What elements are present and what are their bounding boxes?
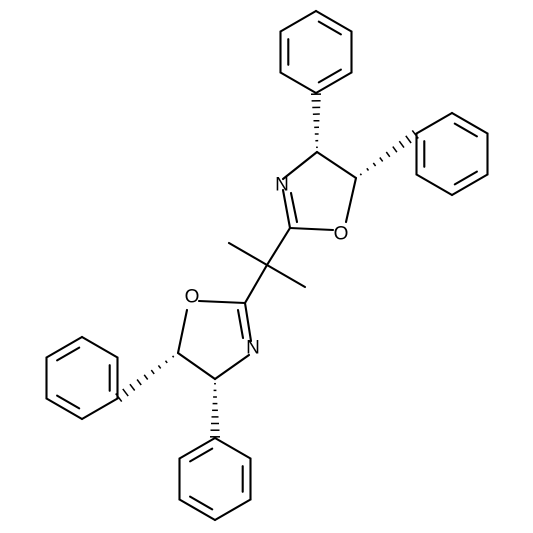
wedge-bottom-c5-hash <box>157 364 162 369</box>
phenyl-top-upper-edge <box>279 71 318 95</box>
wedge-bottom-c5-hash <box>164 360 168 364</box>
phenyl-bottom-left-edge <box>80 397 119 421</box>
phenyl-top-right-inner-double <box>453 170 478 186</box>
top-oxazoline-ring <box>281 150 358 232</box>
phenyl-top-right-edge <box>450 173 489 197</box>
phenyl-top-upper-inner-double <box>317 68 342 84</box>
bond-c4-c5-top <box>315 150 358 180</box>
bond-n-c4-top <box>281 150 319 181</box>
phenyl-bottom-left-edge <box>45 335 84 359</box>
wedge-bottom-c5-hash <box>150 369 155 375</box>
atom-label-n-bottom: N <box>246 338 260 359</box>
phenyl-top-right-edge <box>450 111 489 135</box>
bond-methyl-left <box>227 241 269 267</box>
phenyl-top-upper-edge <box>314 9 353 33</box>
phenyl-bottom-left <box>45 335 119 421</box>
phenyl-bottom-lower-edge <box>178 436 217 460</box>
phenyl-bottom-lower-edge <box>213 436 252 460</box>
bond-c4-c5-bottom <box>176 351 217 381</box>
phenyl-bottom-lower <box>178 436 252 522</box>
bond-c5-o-bottom <box>176 308 189 355</box>
phenyl-top-upper-inner-double <box>317 20 342 36</box>
wedge-bottom-c5-hash <box>143 374 149 380</box>
wedge-top-c5-hash <box>366 167 370 171</box>
phenyl-bottom-left-inner-double <box>56 394 81 410</box>
bond-c5-o-top <box>344 176 358 224</box>
bond-c2-n-bottom-inner <box>236 308 245 340</box>
phenyl-rings <box>45 9 489 522</box>
phenyl-bottom-lower-edge <box>213 498 252 522</box>
phenyl-top-right-edge <box>415 111 454 135</box>
wedge-bottom-c5-hash <box>129 383 136 391</box>
atom-label-o-top: O <box>334 224 349 245</box>
wedge-bottom-c5-hash <box>136 379 142 386</box>
wedge-bottom-c5-hash <box>172 355 175 358</box>
wedge-top-c5-hash <box>398 140 405 149</box>
bond-c2-n-bottom <box>243 301 253 343</box>
atom-label-n-top: N <box>275 175 289 196</box>
phenyl-top-upper-edge <box>279 9 318 33</box>
phenyl-top-right-edge <box>415 173 454 197</box>
wedge-top-c5-hash <box>379 157 384 162</box>
wedge-top-c5-hash <box>392 146 398 153</box>
bond-o-c2-top <box>288 226 335 232</box>
bond-methyl-right <box>265 263 307 289</box>
wedge-bottom-c5-hash <box>122 388 129 397</box>
bond-c2-n-top <box>281 188 292 230</box>
wedge-top-c5-hash <box>359 173 362 176</box>
wedge-top-c5-hash <box>405 135 412 144</box>
bond-n-c4-bottom <box>213 353 251 381</box>
phenyl-top-right-inner-double <box>453 122 478 138</box>
hashed-wedge-bonds <box>115 93 419 438</box>
phenyl-top-upper-edge <box>314 71 353 95</box>
bond-bridge-to-bottom-ring <box>243 263 269 305</box>
phenyl-bottom-left-edge <box>45 397 84 421</box>
bond-o-c2-bottom <box>197 299 247 305</box>
phenyl-bottom-left-inner-double <box>56 346 81 362</box>
phenyl-bottom-lower-inner-double <box>189 447 214 463</box>
phenyl-top-upper <box>279 9 353 95</box>
central-bridge <box>227 226 307 305</box>
phenyl-top-right <box>415 111 489 197</box>
wedge-top-c5-hash <box>385 151 391 158</box>
phenyl-bottom-lower-edge <box>178 498 217 522</box>
bond-c2-n-top-inner <box>289 191 299 224</box>
bond-bridge-to-top-ring <box>265 226 292 267</box>
phenyl-bottom-lower-inner-double <box>189 495 214 511</box>
bottom-oxazoline-ring <box>176 299 253 381</box>
wedge-top-c5-hash <box>372 162 377 167</box>
atom-label-o-bottom: O <box>185 287 200 308</box>
phenyl-bottom-left-edge <box>80 335 119 359</box>
atom-labels: N O O N <box>185 175 349 359</box>
